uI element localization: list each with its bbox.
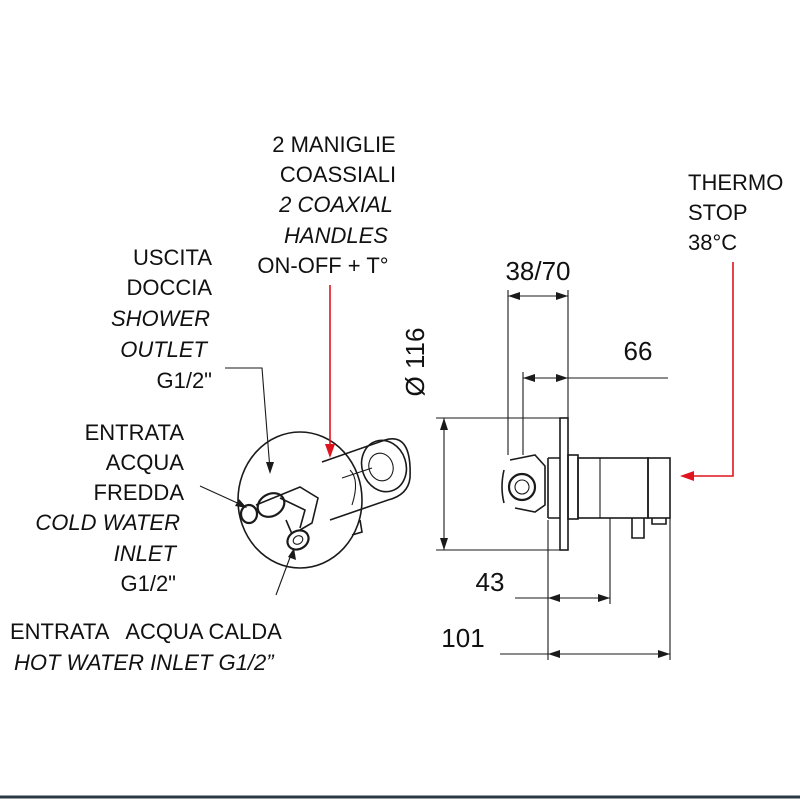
hot-leader-arrowhead (288, 548, 296, 560)
shower-line-5: G1/2" (156, 368, 212, 393)
hot-inlet-ring (286, 529, 310, 551)
handles-line-2: COASSIALI (280, 162, 396, 187)
cold-line-1: ENTRATA (85, 420, 185, 445)
handle-end (360, 439, 408, 493)
dim-66-value: 66 (624, 336, 653, 366)
cold-line-5: INLET (114, 541, 178, 566)
hot-inlet-neck (285, 519, 293, 535)
hot-label: ENTRATA ACQUA CALDA HOT WATER INLET G1/2… (10, 619, 282, 675)
handle-line (341, 467, 373, 479)
shower-line-1: USCITA (133, 245, 212, 270)
dim-101-value: 101 (441, 623, 484, 653)
side-outlet-inner (514, 479, 530, 495)
shower-leader (225, 367, 271, 471)
handles-line-4: HANDLES (284, 223, 388, 248)
valve-3d-view (237, 431, 411, 569)
side-rear-body (547, 457, 560, 519)
connector-side (279, 497, 306, 529)
handles-line-3: 2 COAXIAL (278, 192, 393, 217)
dimension-lines (436, 290, 671, 660)
dim-38-70-arrow-right (556, 292, 568, 300)
handle-body (321, 438, 411, 521)
handle-lever (351, 519, 363, 536)
thermo-line-2: STOP (688, 200, 748, 225)
dim-43-arrow-right (598, 594, 610, 602)
thermo-arrow-head (680, 471, 694, 481)
hot-line-1: ENTRATA ACQUA CALDA (10, 619, 282, 644)
thermo-arrow-line (692, 262, 734, 477)
cold-inlet-ring (239, 503, 259, 525)
handle-seam (349, 469, 357, 506)
thermo-label: THERMO STOP 38°C (688, 170, 783, 255)
dimension-values: 38/70 66 Ø 116 43 101 (400, 256, 652, 653)
side-temp-handle (647, 457, 671, 519)
leader-lines (199, 367, 296, 596)
hot-line-2: HOT WATER INLET G1/2” (14, 650, 275, 675)
shower-line-4: OUTLET (120, 337, 208, 362)
handles-arrow-head (325, 444, 335, 458)
cold-leader (199, 485, 245, 507)
thermo-line-1: THERMO (688, 170, 783, 195)
dim-66-arrow-left (523, 374, 535, 382)
dim-43-arrow-left (548, 594, 560, 602)
side-connector (509, 454, 546, 513)
hot-inlet-hole (292, 535, 304, 545)
handle-end-inner (368, 452, 394, 482)
wall-plate (237, 431, 363, 569)
connector-body (255, 486, 319, 531)
cold-line-2: ACQUA (106, 450, 185, 475)
red-arrows (325, 262, 734, 481)
handles-line-1: 2 MANIGLIE (272, 132, 395, 157)
dim-38-70-arrow-left (508, 292, 520, 300)
shower-leader-arrowhead (266, 462, 274, 474)
side-connector-curve (501, 469, 505, 504)
side-lever-step (651, 518, 667, 525)
side-cover-ring (567, 454, 579, 520)
dim-dia-arrow-top (440, 418, 448, 430)
handles-label: 2 MANIGLIE COASSIALI 2 COAXIAL HANDLES O… (257, 132, 396, 278)
shower-label: USCITA DOCCIA SHOWER OUTLET G1/2" (111, 245, 212, 393)
side-wall-plate (559, 417, 569, 551)
side-handle-cylinder (577, 457, 649, 519)
cold-line-6: G1/2" (120, 571, 176, 596)
handles-line-5: ON-OFF + T° (257, 253, 388, 278)
dim-101-arrow-left (548, 650, 560, 658)
cold-label: ENTRATA ACQUA FREDDA COLD WATER INLET G1… (35, 420, 184, 596)
dim-101-arrow-right (658, 650, 670, 658)
dim-66-arrow-right (556, 374, 568, 382)
shower-line-2: DOCCIA (126, 275, 212, 300)
dim-43-value: 43 (476, 567, 505, 597)
dim-dia-arrow-bottom (440, 538, 448, 550)
cold-line-4: COLD WATER (35, 510, 180, 535)
dim-diameter-value: Ø 116 (400, 328, 430, 397)
cold-leader-arrowhead (235, 499, 247, 508)
shower-line-3: SHOWER (111, 306, 210, 331)
dim-38-70-value: 38/70 (505, 256, 570, 286)
hot-leader (275, 551, 293, 596)
thermo-line-3: 38°C (688, 230, 737, 255)
side-outlet-circle (507, 472, 537, 502)
valve-side-view (501, 417, 671, 551)
side-lever-tab (631, 518, 645, 539)
cold-line-3: FREDDA (94, 480, 185, 505)
shower-outlet-connector (256, 492, 286, 518)
